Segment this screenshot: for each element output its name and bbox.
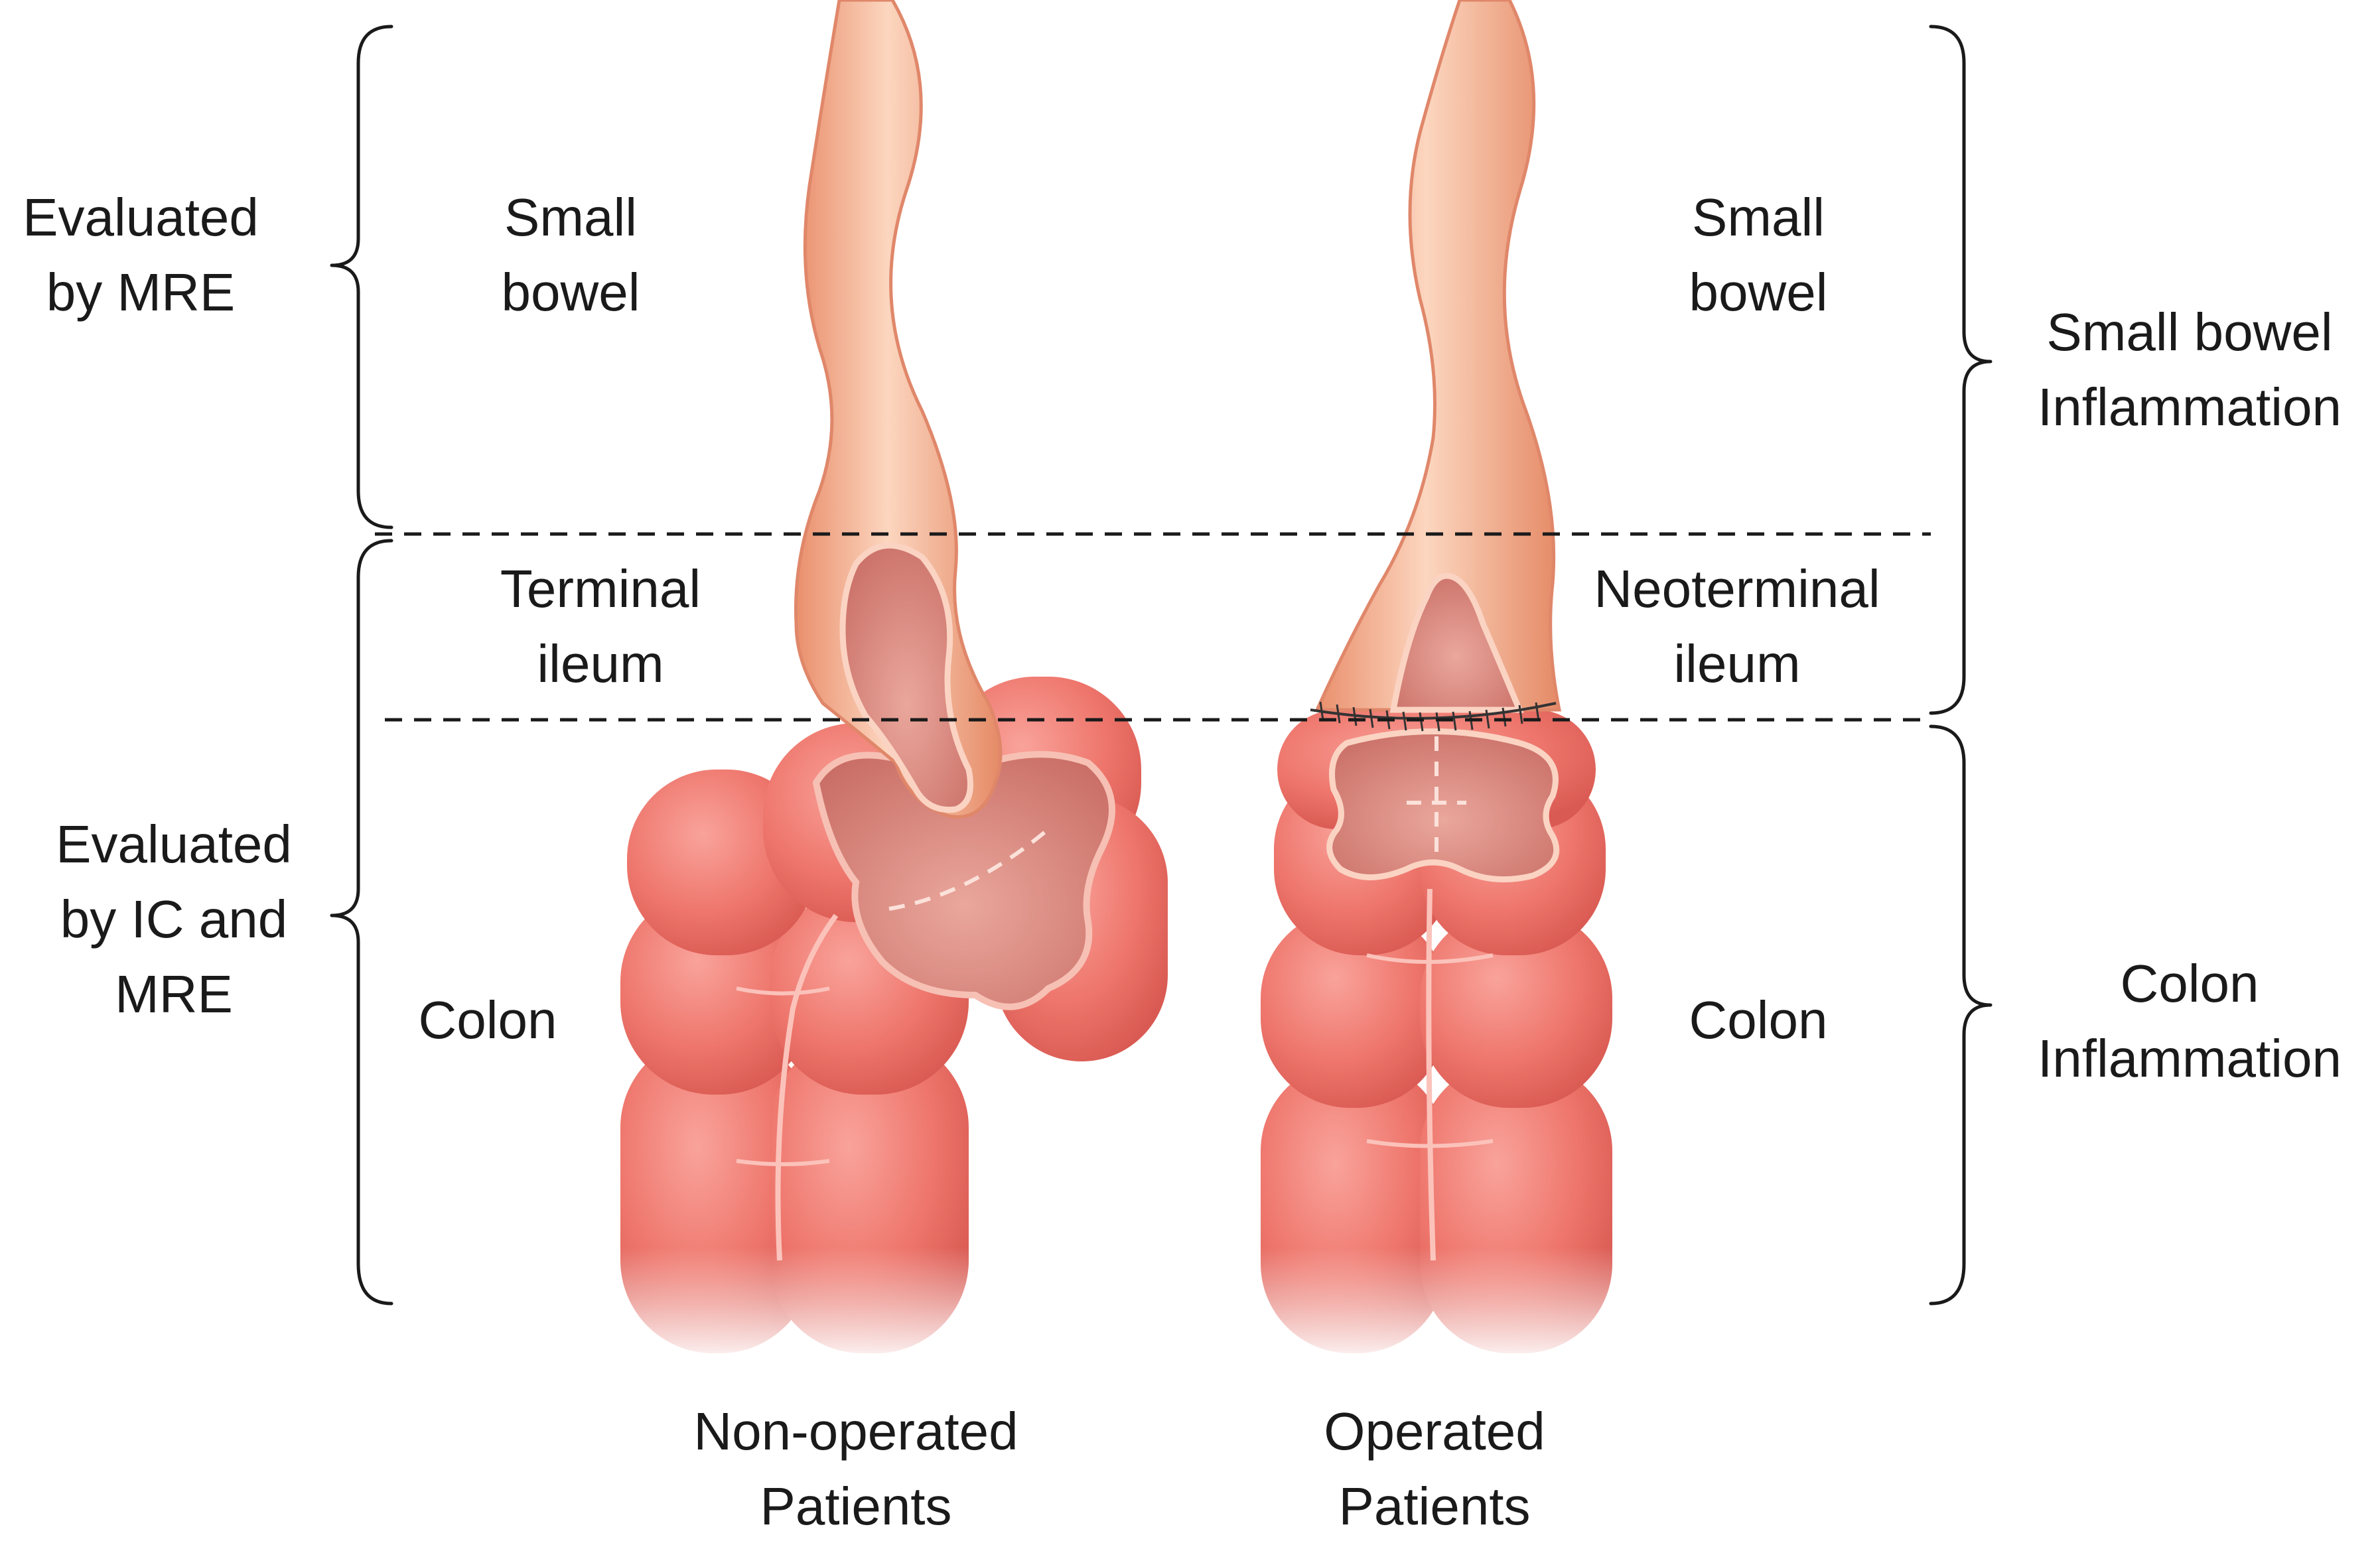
nonoperated-colon [597, 677, 1194, 1367]
svg-text:MRE: MRE [115, 965, 233, 1024]
label-nonoperated-small-bowel: Small bowel [501, 188, 640, 322]
svg-text:Evaluated: Evaluated [23, 188, 259, 247]
svg-text:bowel: bowel [501, 263, 640, 322]
svg-text:Patients: Patients [760, 1477, 951, 1536]
svg-text:Evaluated: Evaluated [56, 815, 292, 874]
svg-text:Non-operated: Non-operated [693, 1402, 1018, 1461]
svg-text:Small bowel: Small bowel [2046, 303, 2332, 362]
label-neoterminal-ileum: Neoterminal ileum [1594, 559, 1880, 693]
label-evaluated-by-ic-and-mre: Evaluated by IC and MRE [56, 815, 292, 1024]
svg-text:ileum: ileum [1673, 634, 1800, 693]
operated-colon [1247, 710, 1645, 1367]
operated-small-bowel [1310, 0, 1562, 732]
label-colon-inflammation: Colon Inflammation [2038, 954, 2342, 1088]
svg-text:Neoterminal: Neoterminal [1594, 559, 1880, 618]
svg-text:Small: Small [504, 188, 637, 247]
label-small-bowel-inflammation: Small bowel Inflammation [2038, 303, 2342, 437]
svg-text:bowel: bowel [1689, 263, 1827, 322]
nonoperated-small-bowel [794, 0, 1003, 819]
svg-text:by MRE: by MRE [46, 263, 236, 322]
caption-operated-patients: Operated Patients [1324, 1402, 1545, 1536]
brace-left-bottom [330, 539, 393, 1306]
svg-text:Terminal: Terminal [500, 559, 701, 618]
svg-text:Small: Small [1692, 188, 1825, 247]
label-evaluated-by-mre: Evaluated by MRE [23, 188, 259, 322]
svg-text:ileum: ileum [537, 634, 664, 693]
svg-text:Operated: Operated [1324, 1402, 1545, 1461]
svg-text:Inflammation: Inflammation [2038, 377, 2342, 437]
label-nonoperated-colon: Colon [418, 990, 557, 1049]
svg-text:by IC and: by IC and [60, 890, 287, 949]
svg-text:Colon: Colon [2120, 954, 2259, 1013]
brace-left-top [330, 25, 393, 529]
label-operated-small-bowel: Small bowel [1689, 188, 1827, 322]
svg-text:Patients: Patients [1338, 1477, 1530, 1536]
label-operated-colon: Colon [1689, 990, 1827, 1049]
caption-nonoperated-patients: Non-operated Patients [693, 1402, 1018, 1536]
label-terminal-ileum: Terminal ileum [500, 559, 701, 693]
svg-text:Inflammation: Inflammation [2038, 1029, 2342, 1088]
brace-right-bottom [1929, 724, 1993, 1306]
brace-right-top [1929, 25, 1993, 715]
